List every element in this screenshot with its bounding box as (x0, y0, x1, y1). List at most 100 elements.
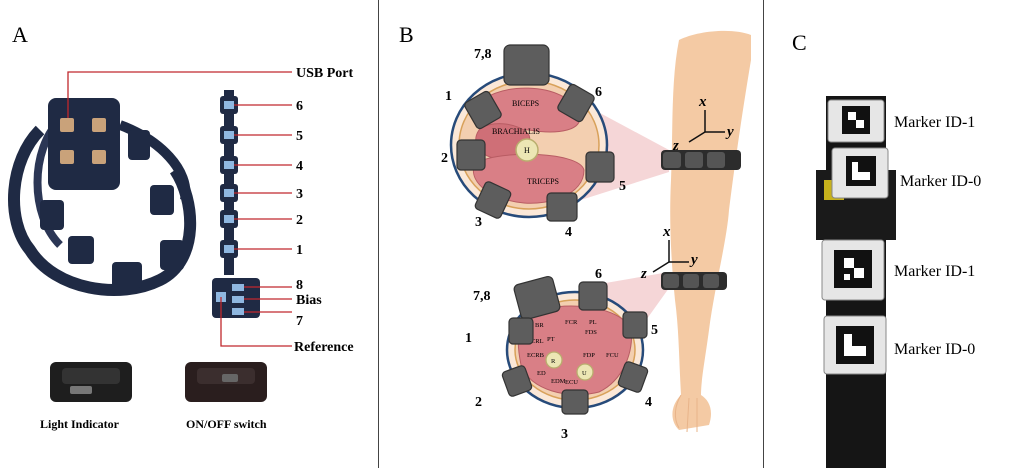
lower-electrodes (501, 275, 649, 415)
hub-electrode (92, 150, 106, 164)
lower-armband (661, 272, 727, 290)
lower-sensor-labels: 7,8 6 1 5 2 4 3 (465, 267, 658, 442)
armband-pod (68, 236, 94, 264)
muscle-label: BICEPS (512, 99, 539, 108)
marker-label: Marker ID-0 (900, 173, 981, 190)
muscle-label: TRICEPS (527, 177, 559, 186)
muscle-label: EDM (551, 378, 566, 385)
muscle-label: ECRL (527, 338, 544, 345)
hub-electrode (60, 118, 74, 132)
muscle-label: FDS (585, 329, 597, 336)
sensor-label-2: 2 (441, 151, 448, 166)
muscle-label: PL (589, 319, 597, 326)
sensor-label-7-8: 7,8 (474, 47, 492, 62)
sensor-led (224, 189, 234, 197)
axis-z-label: z (672, 138, 679, 154)
panel-a-letter: A (12, 22, 28, 47)
leader-lines (67, 71, 292, 347)
electrode-1 (464, 90, 502, 130)
armband-pod (160, 240, 184, 270)
sensor-label-1: 1 (465, 331, 472, 346)
panel-c: C (764, 0, 1026, 468)
armband-strap (8, 125, 197, 296)
electrode-4 (546, 192, 578, 222)
armband-pod (150, 185, 174, 215)
armband-pod (128, 130, 150, 160)
sensor-number-7: 7 (296, 314, 303, 329)
sensor-label-5: 5 (619, 179, 626, 194)
sensor-chain (212, 90, 260, 318)
axis-y-label: y (725, 124, 734, 140)
armband-device (8, 98, 197, 296)
aruco-marker-0 (823, 315, 887, 375)
sensor-label-4: 4 (565, 225, 572, 240)
upper-axes (688, 110, 725, 143)
sensor-number-3: 3 (296, 187, 303, 202)
sensor-label-3: 3 (561, 427, 568, 442)
electrode-5 (622, 311, 648, 339)
electrode-6 (557, 83, 595, 123)
muscle-label: ECRB (527, 352, 545, 359)
on-off-switch-label: ON/OFF switch (186, 417, 267, 431)
arm-silhouette (670, 30, 751, 430)
muscle-label: FCU (606, 352, 619, 359)
sensor-number-2: 2 (296, 213, 303, 228)
panel-c-letter: C (792, 30, 807, 55)
electrode-7-8 (513, 275, 561, 321)
sensor-led (232, 284, 244, 291)
panel-a-figure: A (8, 22, 354, 431)
usb-port-leader (67, 71, 292, 118)
sensor-label-3: 3 (475, 215, 482, 230)
marker-label: Marker ID-1 (894, 263, 975, 280)
upper-sensor-labels: 7,8 6 1 2 5 3 4 (441, 47, 626, 240)
forearm-cross-section: BR FCR PL FDS ECRL PT ECRB FDP FCU ED ED… (505, 290, 645, 410)
sensor-number-8: 8 (296, 278, 303, 293)
sensor-label-5: 5 (651, 323, 658, 338)
axis-y-label: y (689, 252, 698, 268)
marker-labels: Marker ID-1 Marker ID-0 Marker ID-1 Mark… (894, 114, 981, 358)
panel-b-figure: B BICEPS BRACHIALIS TRICEPS H (399, 22, 751, 442)
sensor-number-5: 5 (296, 129, 303, 144)
axis-x-label: x (662, 224, 671, 240)
sensor-led (232, 296, 244, 303)
reference-leader (220, 297, 292, 347)
hand-fingers (674, 394, 698, 433)
muscle-label: ECU (565, 379, 578, 386)
panel-c-figure: C (792, 30, 981, 468)
sensor-number-1: 1 (296, 243, 303, 258)
sensor-led (224, 245, 234, 253)
sensor-led (224, 161, 234, 169)
axis-x-label: x (698, 94, 707, 110)
upper-axis-labels: x y z (672, 94, 734, 154)
sensor-led (232, 308, 244, 315)
sensor-label-1: 1 (445, 89, 452, 104)
electrode-3 (474, 181, 512, 219)
ulna-bone (576, 363, 594, 381)
panel-b: B BICEPS BRACHIALIS TRICEPS H (378, 0, 764, 468)
aruco-marker-1 (821, 239, 885, 301)
sensor-label-6: 6 (595, 267, 602, 282)
panel-a: A (0, 0, 378, 468)
hub-electrode (60, 150, 74, 164)
electrode-4 (617, 361, 649, 393)
light-indicator-photo (50, 362, 132, 402)
muscle-label: FCR (565, 319, 578, 326)
electrode-1 (508, 317, 534, 345)
aruco-marker-1 (827, 99, 885, 143)
aruco-marker-0 (831, 147, 889, 199)
sensor-led (224, 101, 234, 109)
sensor-number-6: 6 (296, 99, 303, 114)
sensor-label-4: 4 (645, 395, 652, 410)
armband-pod (112, 262, 142, 288)
electrode-7-8 (503, 44, 550, 86)
main-hub (48, 98, 120, 190)
bone-label: H (524, 146, 530, 155)
sensor-label-7-8: 7,8 (473, 289, 491, 304)
bias-label: Bias (296, 293, 322, 308)
electrode-2 (501, 365, 533, 397)
upper-armband (661, 150, 741, 170)
electrode-5 (585, 151, 615, 183)
usb-port-label: USB Port (296, 66, 354, 81)
marker-label: Marker ID-0 (894, 341, 975, 358)
lower-axis-labels: x y z (640, 224, 698, 282)
